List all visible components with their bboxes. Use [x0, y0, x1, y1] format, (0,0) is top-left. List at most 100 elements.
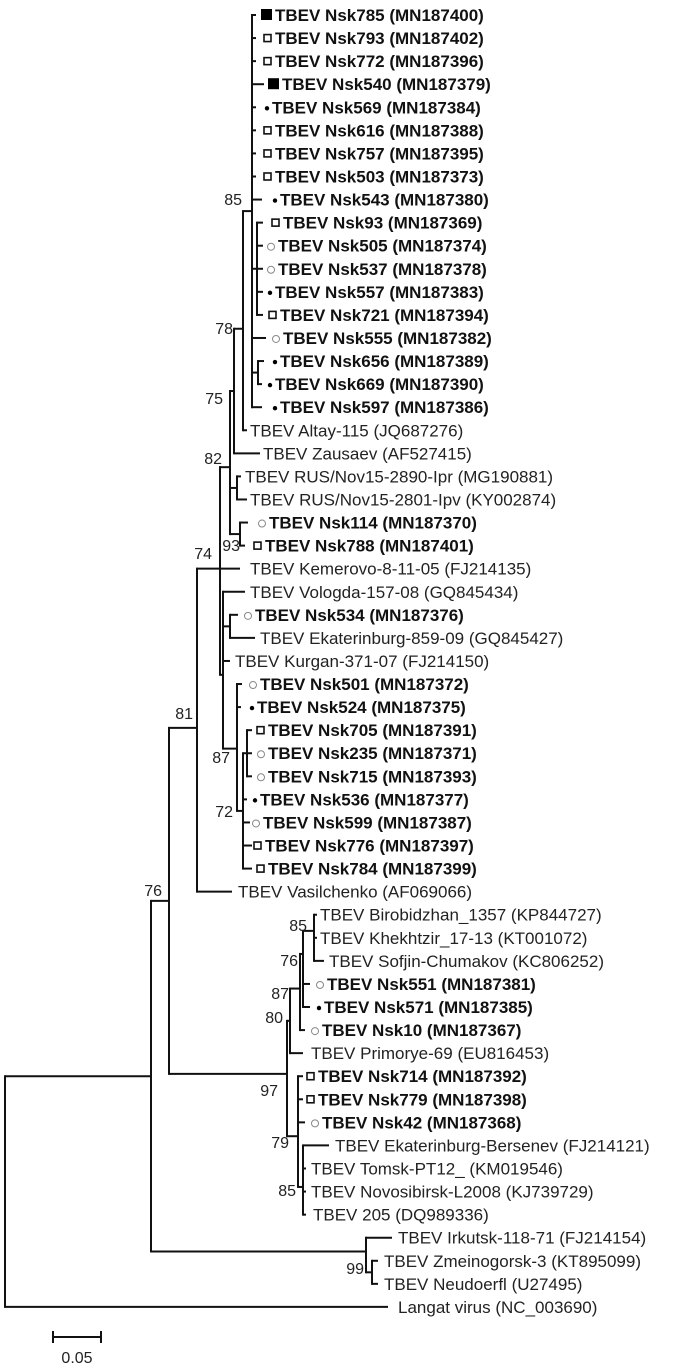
leaf-label: TBEV Nsk557 (MN187383) [275, 283, 484, 302]
taxon-name: TBEV Nsk776 [265, 837, 375, 856]
taxon-name: TBEV Tomsk-PT12_ [311, 1160, 465, 1179]
accession-number: (MN187392) [432, 1067, 527, 1086]
open-circle-icon [311, 1119, 319, 1128]
open-square-icon [263, 56, 272, 66]
taxon-name: TBEV Nsk793 [275, 29, 385, 48]
filled-dot-icon [267, 382, 273, 388]
accession-number: (KP844727) [511, 906, 602, 925]
taxon-name: TBEV Nsk540 [282, 75, 392, 94]
accession-number: (MN187372) [374, 675, 469, 694]
taxon-name: TBEV Nsk536 [260, 790, 370, 809]
filled-dot-icon [264, 106, 270, 111]
accession-number: (MN187397) [379, 837, 474, 856]
taxon-name: TBEV Nsk714 [318, 1067, 428, 1086]
accession-number: (MN187401) [379, 537, 474, 556]
leaf-label: TBEV Ekaterinburg-859-09 (GQ845427) [260, 629, 563, 648]
taxon-name: TBEV Nsk10 [322, 1021, 422, 1040]
bootstrap-value: 85 [224, 192, 242, 209]
taxon-name: TBEV Nsk785 [275, 6, 385, 25]
accession-number: (FJ214135) [444, 560, 531, 579]
leaf-label: TBEV Nsk776 (MN187397) [265, 837, 474, 856]
leaf-label: TBEV Nsk714 (MN187392) [318, 1067, 527, 1086]
leaf-label: TBEV Tomsk-PT12_ (KM019546) [311, 1160, 563, 1179]
taxon-name: TBEV Nsk543 [280, 191, 390, 210]
accession-number: (MN187379) [396, 75, 491, 94]
leaf-label: TBEV Nsk669 (MN187390) [275, 375, 484, 394]
accession-number: (MN187402) [389, 29, 484, 48]
leaf-label: TBEV Nsk569 (MN187384) [272, 98, 481, 117]
open-square-icon [306, 1094, 315, 1104]
taxon-name: TBEV Nsk705 [268, 721, 378, 740]
leaf-label: TBEV Nsk543 (MN187380) [280, 191, 489, 210]
leaf-markers [244, 9, 324, 1128]
bootstrap-value: 82 [204, 451, 222, 468]
leaf-label: TBEV Altay-115 (JQ687276) [250, 421, 463, 440]
taxon-name: TBEV Nsk715 [268, 767, 378, 786]
scale-bar: 0.05 [52, 1331, 102, 1367]
filled-dot-icon [272, 405, 278, 411]
accession-number: (MN187389) [394, 352, 489, 371]
leaf-label: TBEV RUS/Nov15-2801-Ipv (KY002874) [250, 490, 556, 509]
taxon-name: TBEV Neudoerfl [384, 1275, 507, 1294]
taxon-name: Langat virus [398, 1298, 491, 1317]
filled-dot-icon [272, 359, 278, 365]
accession-number: (MN187386) [394, 398, 489, 417]
bootstrap-value: 74 [194, 546, 212, 563]
leaf-label: TBEV Irkutsk-118-71 (FJ214154) [398, 1229, 646, 1248]
taxon-name: TBEV Kemerovo-8-11-05 [250, 560, 440, 579]
taxon-name: TBEV Nsk669 [275, 375, 385, 394]
open-square-icon [253, 841, 262, 850]
open-circle-icon [267, 265, 275, 274]
bootstrap-value: 78 [215, 321, 233, 338]
leaf-label: TBEV Zausaev (AF527415) [263, 444, 472, 463]
accession-number: (MN187375) [371, 698, 466, 717]
bootstrap-value: 93 [222, 538, 240, 555]
taxon-name: TBEV Nsk505 [278, 237, 388, 256]
accession-number: (DQ989336) [395, 1206, 489, 1225]
leaf-label: TBEV Nsk42 (MN187368) [322, 1113, 521, 1132]
leaf-label: TBEV Nsk505 (MN187374) [278, 237, 487, 256]
taxon-name: TBEV Nsk524 [257, 698, 367, 717]
taxon-name: TBEV Nsk597 [280, 398, 390, 417]
accession-number: (AF069066) [382, 883, 472, 902]
leaf-label: TBEV Nsk93 (MN187369) [283, 214, 482, 233]
open-square-icon [253, 541, 262, 550]
accession-number: (MN187395) [389, 144, 484, 163]
leaf-label: TBEV Nsk537 (MN187378) [278, 260, 487, 279]
taxon-name: TBEV Nsk555 [283, 329, 393, 348]
open-circle-icon [267, 242, 275, 251]
taxon-name: TBEV Nsk557 [275, 283, 385, 302]
taxon-name: TBEV Nsk114 [269, 514, 378, 533]
leaf-label: TBEV Novosibirsk-L2008 (KJ739729) [311, 1183, 594, 1202]
leaf-label: TBEV Nsk555 (MN187382) [283, 329, 492, 348]
taxon-name: TBEV Nsk784 [268, 860, 378, 879]
taxon-name: TBEV Ekaterinburg-Bersenev [335, 1136, 558, 1155]
leaf-label: TBEV Nsk793 (MN187402) [275, 29, 484, 48]
leaf-label: TBEV Nsk114 (MN187370) [269, 514, 477, 533]
open-square-icon [263, 172, 272, 181]
leaf-label: TBEV Nsk705 (MN187391) [268, 721, 477, 740]
accession-number: (KY002874) [465, 490, 556, 509]
accession-number: (JQ687276) [373, 421, 463, 440]
accession-number: (MN187373) [389, 167, 484, 186]
taxon-name: TBEV Ekaterinburg-859-09 [260, 629, 464, 648]
bootstrap-value: 72 [215, 804, 233, 821]
open-square-icon [263, 149, 272, 158]
bootstrap-value: 81 [175, 706, 193, 723]
open-circle-icon [311, 1027, 319, 1036]
taxon-name: TBEV Khekhtzir_17-13 [320, 929, 493, 948]
open-circle-icon [258, 519, 266, 528]
filled-dot-icon [316, 1005, 322, 1011]
accession-number: (MN187382) [397, 329, 492, 348]
leaf-label: TBEV Primorye-69 (EU816453) [311, 1044, 549, 1063]
taxon-name: TBEV Vologda-157-08 [250, 583, 419, 602]
leaf-label: TBEV Nsk772 (MN187396) [275, 52, 484, 71]
accession-number: (MN187381) [441, 975, 536, 994]
accession-number: (KC806252) [512, 952, 604, 971]
open-square-icon [268, 310, 277, 320]
accession-number: (MN187391) [382, 721, 477, 740]
leaf-labels: TBEV Nsk785 (MN187400)TBEV Nsk793 (MN187… [235, 6, 650, 1317]
leaf-label: TBEV Zmeinogorsk-3 (KT895099) [384, 1252, 641, 1271]
taxon-name: TBEV 205 [313, 1206, 391, 1225]
